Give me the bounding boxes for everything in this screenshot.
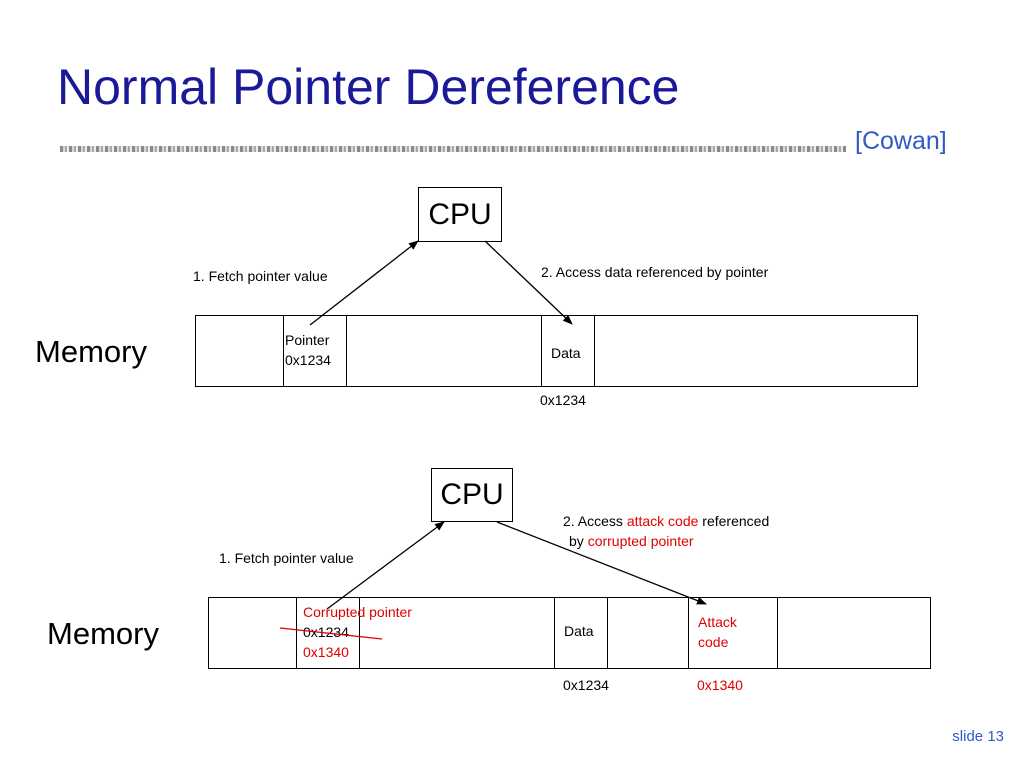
data-address-label: 0x1234: [540, 392, 586, 408]
title-divider: [60, 146, 846, 152]
fetch-arrow: [326, 521, 445, 610]
attack-code-cell: Attack code: [698, 612, 737, 652]
memory-label: Memory: [47, 616, 159, 651]
strike-through-line: [279, 627, 383, 640]
slide-number: slide 13: [952, 728, 1004, 745]
access-attack-arrow: [496, 521, 707, 605]
cell-divider: [594, 316, 595, 386]
step1-label: 1. Fetch pointer value: [193, 268, 328, 284]
step2-highlight-corrupted-pointer: corrupted pointer: [587, 533, 694, 549]
step2-text: 2. Access: [563, 513, 627, 529]
step2-text: by: [569, 533, 588, 549]
pointer-cell-label: Pointer: [285, 332, 330, 348]
memory-label: Memory: [35, 334, 147, 369]
cell-divider: [283, 316, 284, 386]
citation: [Cowan]: [855, 127, 947, 155]
corrupted-pointer-cell: Corrupted pointer 0x1234 0x1340: [303, 602, 412, 662]
cpu-box-normal: CPU: [418, 187, 502, 242]
data-cell-label: Data: [564, 623, 594, 639]
corrupted-pointer-value: 0x1340: [303, 644, 349, 660]
step2-text: referenced: [698, 513, 770, 529]
step2-label: 2. Access attack code referenced by corr…: [563, 511, 769, 551]
step1-label: 1. Fetch pointer value: [219, 550, 354, 566]
attack-address-label: 0x1340: [697, 677, 743, 693]
corrupted-pointer-label: Corrupted pointer: [303, 604, 412, 620]
step2-highlight-attack-code: attack code: [626, 513, 699, 529]
cell-divider: [554, 598, 555, 668]
cell-divider: [359, 598, 360, 668]
cell-divider: [607, 598, 608, 668]
pointer-cell-value: 0x1234: [285, 352, 331, 368]
step2-label: 2. Access data referenced by pointer: [541, 264, 769, 280]
access-arrow: [484, 240, 573, 325]
cell-divider: [346, 316, 347, 386]
cell-divider: [777, 598, 778, 668]
cpu-box-attack: CPU: [431, 468, 513, 522]
cell-divider: [541, 316, 542, 386]
data-cell-label: Data: [551, 345, 581, 361]
cell-divider: [296, 598, 297, 668]
cpu-label: CPU: [428, 197, 492, 231]
pointer-cell: Pointer 0x1234: [285, 330, 331, 370]
original-pointer-value: 0x1234: [303, 624, 349, 640]
data-address-label: 0x1234: [563, 677, 609, 693]
attack-code-label-line1: Attack: [698, 614, 737, 630]
fetch-arrow: [309, 240, 419, 326]
attack-code-label-line2: code: [698, 634, 729, 650]
cell-divider: [688, 598, 689, 668]
memory-strip-normal: Pointer 0x1234 Data: [195, 315, 918, 387]
slide-title: Normal Pointer Dereference: [57, 59, 680, 115]
cpu-label: CPU: [440, 478, 504, 511]
